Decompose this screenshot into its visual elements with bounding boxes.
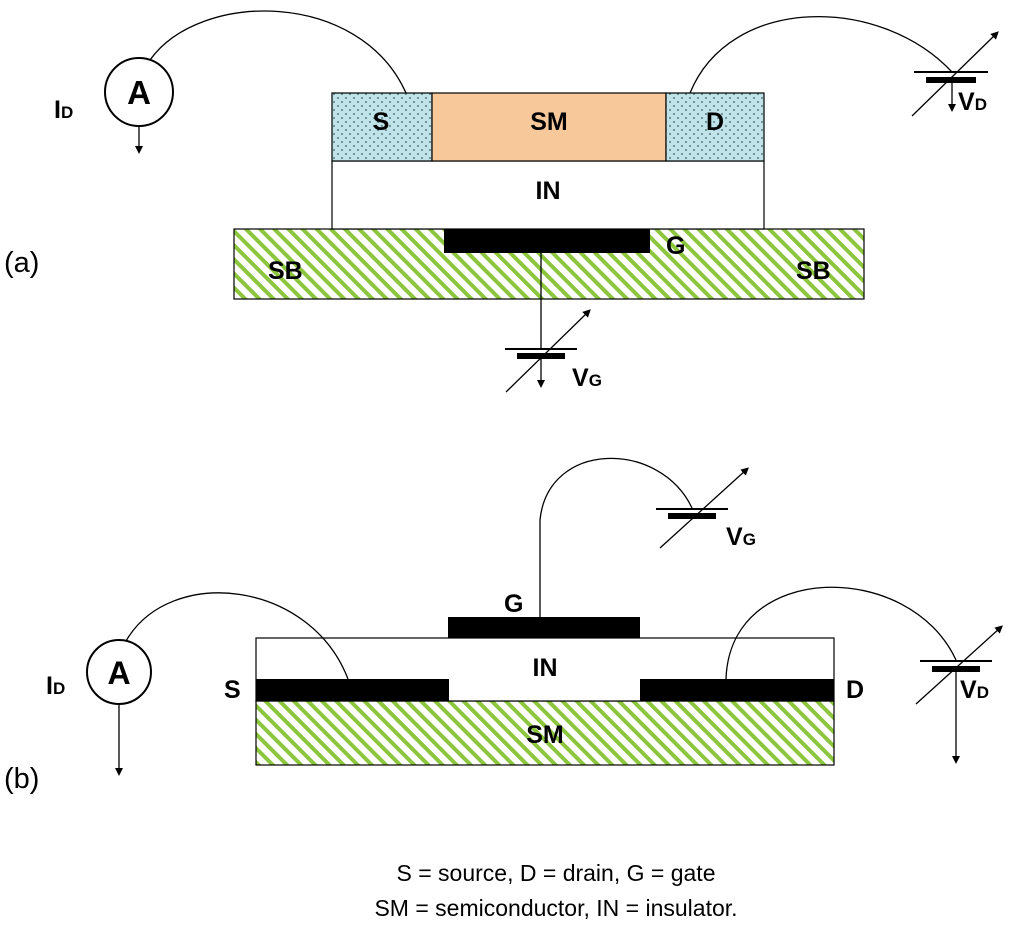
semiconductor-label-b: SM (526, 721, 564, 749)
wire-drain-battery-a (689, 16, 953, 94)
drain-label-a: D (706, 108, 724, 136)
ammeter-label-a: A (127, 74, 151, 111)
substrate-left-label: SB (268, 257, 303, 285)
source-label-b: S (224, 676, 241, 704)
substrate-right-label: SB (796, 257, 831, 285)
variable-arrow-drain-a (911, 31, 999, 117)
semiconductor-label-a: SM (530, 108, 568, 136)
wire-ammeter-source-b (125, 592, 349, 680)
vg-label-a: VG (572, 364, 602, 392)
variable-arrow-gate-b (659, 467, 749, 549)
panel-b: (b) SM IN S D G VG A ID VD (4, 457, 1003, 795)
wire-drain-battery-b (725, 586, 957, 680)
insulator-a (331, 160, 765, 230)
variable-arrow-drain-b (915, 625, 1003, 705)
panel-b-label: (b) (4, 763, 39, 795)
caption-line-1: S = source, D = drain, G = gate (397, 860, 716, 886)
caption-line-2: SM = semiconductor, IN = insulator. (374, 895, 737, 921)
source-electrode-b (256, 679, 449, 701)
wire-ammeter-source-a (149, 10, 407, 94)
insulator-label-a: IN (536, 177, 561, 205)
semiconductor-b (255, 700, 835, 766)
gate-label-a: G (666, 232, 685, 260)
drain-electrode-b (640, 679, 834, 701)
gate-electrode-b (448, 617, 640, 638)
gate-electrode-a (444, 229, 650, 253)
gate-label-b: G (504, 590, 523, 618)
drain-label-b: D (846, 676, 864, 704)
insulator-label-b: IN (533, 654, 558, 682)
semiconductor-a (431, 92, 667, 162)
ammeter-label-b: A (107, 655, 130, 691)
panel-a-label: (a) (4, 247, 39, 279)
drain-contact-a (665, 92, 765, 162)
panel-a: (a) SB SB G IN S SM D A ID VD (4, 10, 999, 393)
source-contact-a (331, 92, 433, 162)
vd-label-b: VD (960, 676, 989, 704)
variable-arrow-gate-a (505, 309, 591, 393)
source-label-a: S (373, 108, 390, 136)
current-label-b: ID (46, 672, 65, 700)
wire-gate-battery-b (539, 457, 693, 617)
vg-label-b: VG (726, 523, 756, 551)
vd-label-a: VD (958, 88, 987, 116)
current-label-a: ID (54, 96, 73, 124)
